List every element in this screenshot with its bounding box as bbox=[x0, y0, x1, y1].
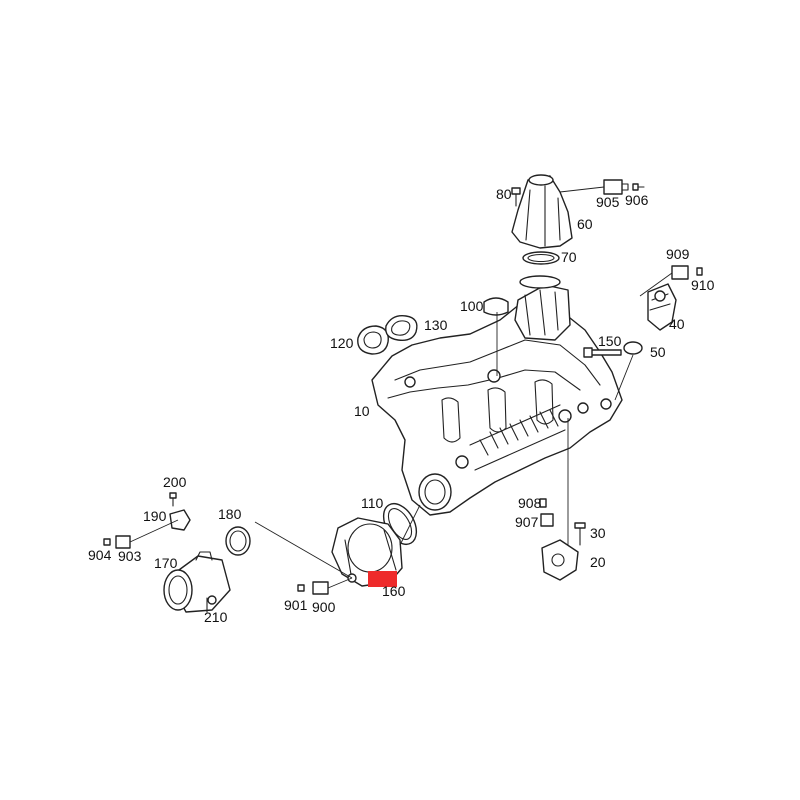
callout-100: 100 bbox=[460, 298, 484, 314]
bracket-20 bbox=[541, 539, 579, 581]
highlight-marker bbox=[368, 571, 397, 587]
callout-905: 905 bbox=[596, 194, 620, 210]
connector-907 bbox=[540, 513, 554, 527]
callout-10: 10 bbox=[354, 403, 370, 419]
callout-903: 903 bbox=[118, 548, 142, 564]
callout-200: 200 bbox=[163, 474, 187, 490]
seal-50 bbox=[623, 341, 643, 355]
throttle-body-160 bbox=[331, 517, 403, 587]
callout-901: 901 bbox=[284, 597, 308, 613]
callout-160: 160 bbox=[382, 583, 406, 599]
leader-lines bbox=[129, 186, 673, 589]
callout-60: 60 bbox=[577, 216, 593, 232]
connector-900 bbox=[312, 581, 329, 595]
bolt-30 bbox=[574, 522, 586, 546]
callout-110: 110 bbox=[361, 495, 384, 511]
callout-120: 120 bbox=[330, 335, 354, 351]
pin-901 bbox=[297, 584, 305, 592]
callout-170: 170 bbox=[154, 555, 178, 571]
intake-manifold bbox=[371, 275, 623, 516]
callout-20: 20 bbox=[590, 554, 606, 570]
actuator-170 bbox=[163, 551, 231, 613]
sensor-190 bbox=[169, 509, 191, 531]
connector-905 bbox=[603, 179, 629, 195]
callout-150: 150 bbox=[598, 333, 622, 349]
screw-200 bbox=[169, 492, 177, 507]
callout-908: 908 bbox=[518, 495, 542, 511]
callout-900: 900 bbox=[312, 599, 336, 615]
callout-50: 50 bbox=[650, 344, 666, 360]
callout-180: 180 bbox=[218, 506, 242, 522]
housing-60 bbox=[511, 174, 573, 249]
bolt-150 bbox=[583, 347, 622, 358]
callout-labels: 10 20 30 40 50 60 70 80 100 110 120 130 … bbox=[88, 186, 715, 625]
cap-100 bbox=[483, 297, 509, 316]
callout-906: 906 bbox=[625, 192, 649, 208]
callout-130: 130 bbox=[424, 317, 448, 333]
gasket-130 bbox=[385, 315, 418, 342]
connector-903 bbox=[115, 535, 131, 549]
callout-190: 190 bbox=[143, 508, 167, 524]
callout-910: 910 bbox=[691, 277, 715, 293]
callout-40: 40 bbox=[669, 316, 685, 332]
pin-910 bbox=[696, 267, 703, 276]
callout-909: 909 bbox=[666, 246, 690, 262]
connector-909 bbox=[671, 265, 689, 280]
pin-908 bbox=[539, 498, 547, 508]
callout-210: 210 bbox=[204, 609, 228, 625]
pin-904 bbox=[103, 538, 111, 546]
pin-906 bbox=[632, 183, 645, 191]
callout-70: 70 bbox=[561, 249, 577, 265]
callout-907: 907 bbox=[515, 514, 539, 530]
bolt-80 bbox=[511, 187, 521, 207]
gasket-120 bbox=[357, 325, 389, 355]
callout-904: 904 bbox=[88, 547, 112, 563]
sensor-40 bbox=[647, 283, 677, 331]
callout-80: 80 bbox=[496, 186, 512, 202]
callout-30: 30 bbox=[590, 525, 606, 541]
